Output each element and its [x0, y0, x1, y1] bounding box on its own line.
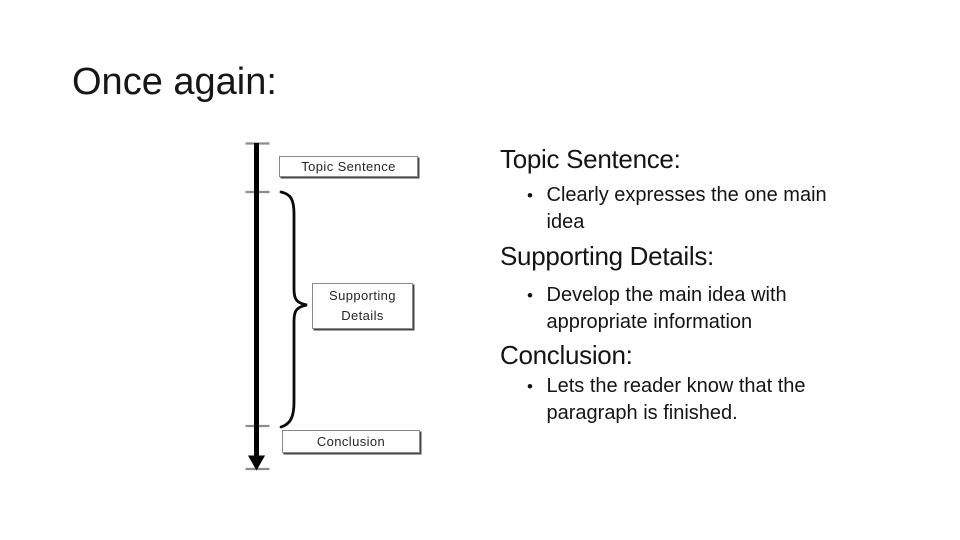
bullet-text: Clearly expresses the one main idea: [546, 184, 827, 233]
bullet-icon: •: [527, 377, 533, 396]
bullet-item: • Develop the main idea with appropriate…: [527, 282, 867, 336]
diagram-box-supporting-details: Supporting Details: [312, 283, 413, 329]
diagram-box-topic-sentence: Topic Sentence: [279, 156, 418, 177]
diagram-box-label-line2: Details: [341, 308, 384, 323]
diagram-box-label-line1: Supporting: [329, 288, 396, 303]
section-heading-conclusion: Conclusion:: [500, 340, 633, 370]
bullet-item: • Clearly expresses the one main idea: [527, 182, 867, 236]
bullet-text: Develop the main idea with appropriate i…: [546, 284, 787, 333]
arrowhead-down-icon: [248, 455, 265, 471]
section-heading-topic-sentence: Topic Sentence:: [500, 144, 681, 174]
slide-title: Once again:: [72, 61, 277, 103]
diagram-box-conclusion: Conclusion: [282, 430, 420, 453]
section-heading-supporting-details: Supporting Details:: [500, 241, 714, 271]
bullet-item: • Lets the reader know that the paragrap…: [527, 373, 867, 427]
diagram-box-label: Topic Sentence: [301, 159, 396, 174]
bullet-icon: •: [527, 186, 533, 205]
bullet-text: Lets the reader know that the paragraph …: [546, 375, 806, 424]
diagram-box-label: Conclusion: [316, 434, 386, 449]
bullet-icon: •: [527, 286, 533, 305]
curly-brace: [279, 190, 308, 429]
